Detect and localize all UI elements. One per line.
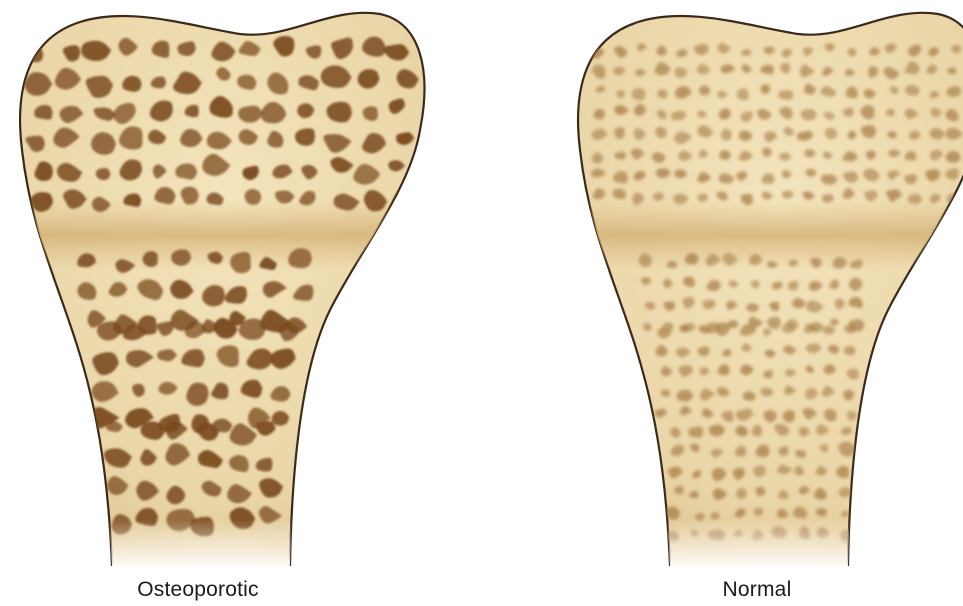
osteoporotic-bone <box>0 13 480 570</box>
normal-caption: Normal <box>723 578 792 602</box>
osteoporotic-caption: Osteoporotic <box>137 578 258 602</box>
normal-bone <box>560 13 963 570</box>
trabecular-pore <box>778 90 793 100</box>
